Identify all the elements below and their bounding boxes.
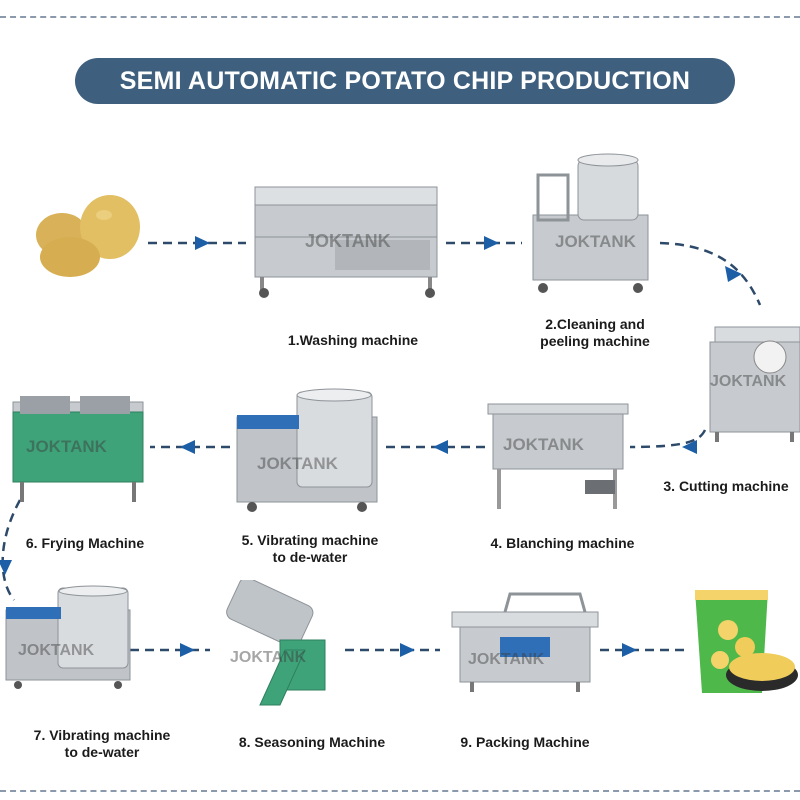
dewatering-machine-image: JOKTANK: [236, 388, 378, 512]
dewatering-machine-image: JOKTANK: [5, 585, 131, 689]
seasoning-machine-image: JOKTANK: [226, 580, 326, 706]
bottom-dashed-border: [0, 790, 800, 792]
watermark: JOKTANK: [257, 454, 339, 473]
raw-potatoes-image: [36, 195, 140, 277]
step-8-label: 8. Seasoning Machine: [238, 734, 386, 750]
step-2-label-line2: peeling machine: [540, 333, 650, 349]
watermark: JOKTANK: [18, 642, 95, 659]
arrow-5: [433, 440, 448, 454]
blanching-machine-image: JOKTANK: [487, 403, 629, 509]
step-6-label: 6. Frying Machine: [25, 535, 145, 551]
connector-cutter-to-blanching: [629, 429, 707, 449]
step-2-label-line1: 2.Cleaning and: [545, 316, 645, 332]
watermark: JOKTANK: [26, 437, 108, 456]
step-2-label: 2.Cleaning and peeling machine: [525, 316, 665, 350]
step-7-label: 7. Vibrating machine to de-water: [22, 727, 182, 761]
peeling-machine-image: JOKTANK: [532, 153, 649, 293]
frying-machine-image: JOKTANK: [12, 396, 144, 502]
watermark: JOKTANK: [555, 232, 637, 251]
page-title: SEMI AUTOMATIC POTATO CHIP PRODUCTION PR…: [75, 58, 735, 141]
step-9-label: 9. Packing Machine: [460, 734, 590, 750]
arrow-7: [0, 560, 12, 575]
watermark: JOKTANK: [305, 231, 391, 251]
watermark: JOKTANK: [468, 651, 545, 668]
step-7-label-line2: to de-water: [64, 744, 140, 760]
step-5-label-line2: to de-water: [272, 549, 348, 565]
watermark: JOKTANK: [230, 649, 307, 666]
step-3-label: 3. Cutting machine: [663, 478, 789, 494]
cutting-machine-image: JOKTANK: [709, 326, 800, 442]
arrow-9: [400, 643, 415, 657]
arrow-10: [622, 643, 637, 657]
step-4-label: 4. Blanching machine: [490, 535, 635, 551]
washing-machine-image: JOKTANK: [254, 186, 438, 298]
top-dashed-border: [0, 16, 800, 18]
arrow-2: [484, 236, 499, 250]
potato-chips-bag-image: [695, 590, 798, 693]
watermark: JOKTANK: [710, 373, 787, 390]
watermark: JOKTANK: [503, 435, 585, 454]
connector-peeler-to-cutter: [659, 241, 762, 306]
step-1-label: 1.Washing machine: [287, 332, 419, 348]
arrow-1: [195, 236, 210, 250]
step-5-label: 5. Vibrating machine to de-water: [225, 532, 395, 566]
arrow-4: [682, 440, 697, 454]
arrow-3: [725, 266, 742, 282]
connector-fryer-to-dewater: [1, 499, 22, 601]
arrow-8: [180, 643, 195, 657]
packing-machine-image: JOKTANK: [451, 592, 599, 692]
arrow-6: [180, 440, 195, 454]
step-7-label-line1: 7. Vibrating machine: [33, 727, 171, 743]
step-5-label-line1: 5. Vibrating machine: [241, 532, 379, 548]
